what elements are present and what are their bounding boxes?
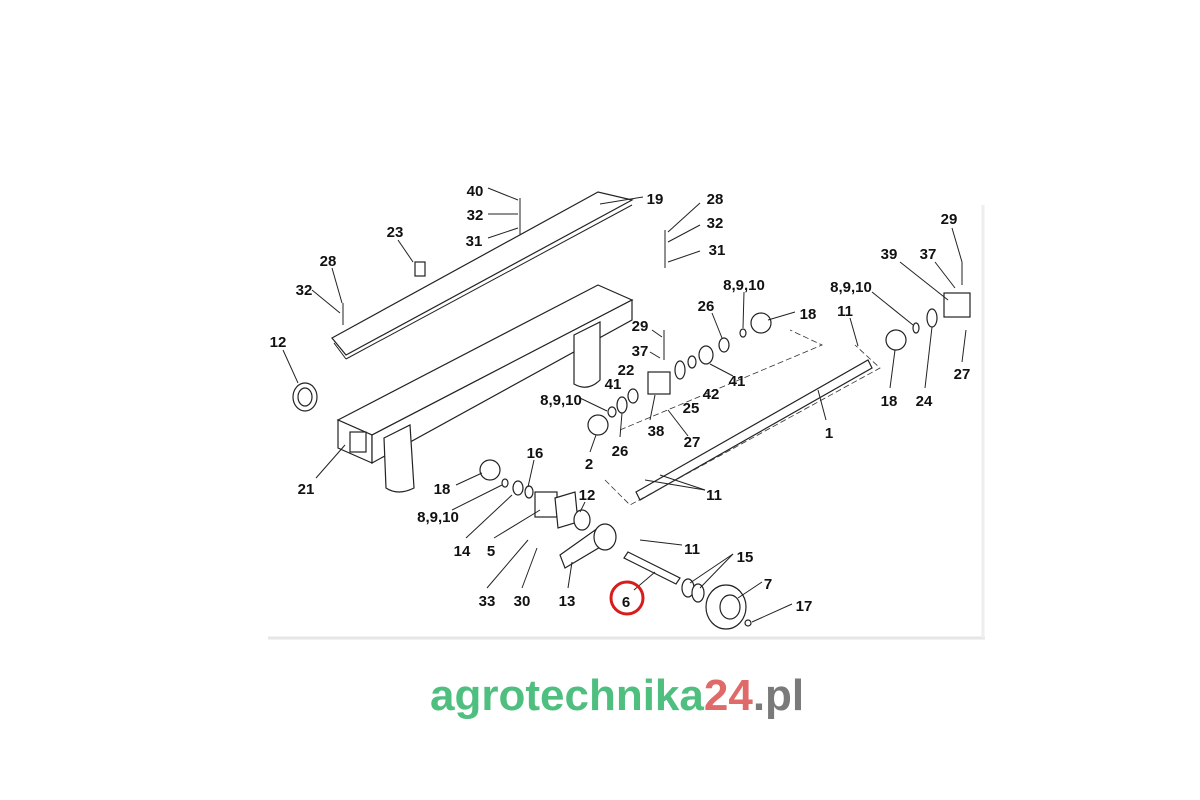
- bearing-housing-part: [943, 292, 971, 318]
- leader-lines: [282, 187, 967, 623]
- part-label-15: 15: [737, 549, 754, 566]
- part-label-11: 11: [837, 303, 853, 320]
- part-label-37: 37: [920, 246, 937, 263]
- part-label-5: 5: [487, 543, 495, 560]
- arm-eye-part: [593, 523, 617, 551]
- ring-part: [573, 509, 591, 531]
- part-label-42: 42: [703, 386, 720, 403]
- part-label-14: 14: [454, 543, 471, 560]
- gear-part: [885, 329, 907, 351]
- part-label-27: 27: [954, 366, 971, 383]
- part-label-26: 26: [612, 443, 629, 460]
- part-label-8-9-10: 8,9,10: [540, 392, 582, 409]
- part-label-28: 28: [707, 191, 724, 208]
- flange-part: [534, 491, 558, 518]
- part-label-28: 28: [320, 253, 337, 270]
- part-label-33: 33: [479, 593, 496, 610]
- part-label-6: 6: [622, 594, 630, 611]
- part-label-13: 13: [559, 593, 576, 610]
- part-label-25: 25: [683, 400, 700, 417]
- part-label-2: 2: [585, 456, 593, 473]
- ring-part: [524, 485, 534, 499]
- ring-part: [687, 355, 697, 369]
- part-label-29: 29: [941, 211, 958, 228]
- part-label-31: 31: [466, 233, 483, 250]
- part-label-32: 32: [467, 207, 484, 224]
- part-label-26: 26: [698, 298, 715, 315]
- part-label-32: 32: [707, 215, 724, 232]
- bearing-housing-part: [647, 371, 671, 395]
- assembly-dashline: [619, 329, 823, 431]
- pulley-hub: [719, 594, 741, 620]
- part-label-7: 7: [764, 576, 772, 593]
- bearing-part: [512, 480, 524, 496]
- bearing-part: [616, 396, 628, 414]
- part-label-41: 41: [729, 373, 746, 390]
- pulley-shaft-part: [623, 551, 681, 585]
- nut-part: [744, 619, 752, 627]
- part-label-8-9-10: 8,9,10: [830, 279, 872, 296]
- part-label-17: 17: [796, 598, 813, 615]
- gear-part: [587, 414, 609, 436]
- part-label-39: 39: [881, 246, 898, 263]
- bearing-part: [926, 308, 938, 328]
- part-label-41: 41: [605, 376, 622, 393]
- part-label-27: 27: [684, 434, 701, 451]
- plug-part: [414, 261, 426, 277]
- ring-part: [627, 388, 639, 404]
- cover-plate-part: [331, 191, 634, 360]
- gear-part: [750, 312, 772, 334]
- part-label-31: 31: [709, 242, 726, 259]
- ring-part-inner: [297, 387, 313, 407]
- watermark: agrotechnika24.pl: [430, 671, 804, 720]
- part-label-40: 40: [467, 183, 484, 200]
- washer-part: [501, 478, 509, 488]
- part-label-12: 12: [579, 487, 596, 504]
- part-label-23: 23: [387, 224, 404, 241]
- bearing-part: [674, 360, 686, 380]
- part-label-12: 12: [270, 334, 287, 351]
- ring-part: [718, 337, 730, 353]
- part-label-24: 24: [916, 393, 933, 410]
- part-label-32: 32: [296, 282, 313, 299]
- part-label-18: 18: [881, 393, 898, 410]
- part-label-18: 18: [800, 306, 817, 323]
- part-label-1: 1: [825, 425, 833, 442]
- ring-part: [698, 345, 714, 365]
- part-label-30: 30: [514, 593, 531, 610]
- part-label-29: 29: [632, 318, 649, 335]
- part-label-11: 11: [706, 487, 722, 504]
- highlight-circle: [609, 580, 645, 616]
- part-label-16: 16: [527, 445, 544, 462]
- part-label-37: 37: [632, 343, 649, 360]
- part-label-8-9-10: 8,9,10: [723, 277, 765, 294]
- part-label-19: 19: [647, 191, 664, 208]
- gear-part: [479, 459, 501, 481]
- part-label-18: 18: [434, 481, 451, 498]
- washer-part: [912, 322, 920, 334]
- washer-part: [607, 406, 617, 418]
- main-shaft-part: [635, 359, 873, 501]
- assembly-dashline: [604, 344, 881, 506]
- part-label-8-9-10: 8,9,10: [417, 509, 459, 526]
- bearing-part: [691, 583, 705, 603]
- part-label-21: 21: [298, 481, 315, 498]
- housing-part: [336, 284, 634, 493]
- part-label-11: 11: [684, 541, 700, 558]
- part-label-22: 22: [618, 362, 635, 379]
- part-label-38: 38: [648, 423, 665, 440]
- washer-part: [739, 328, 747, 338]
